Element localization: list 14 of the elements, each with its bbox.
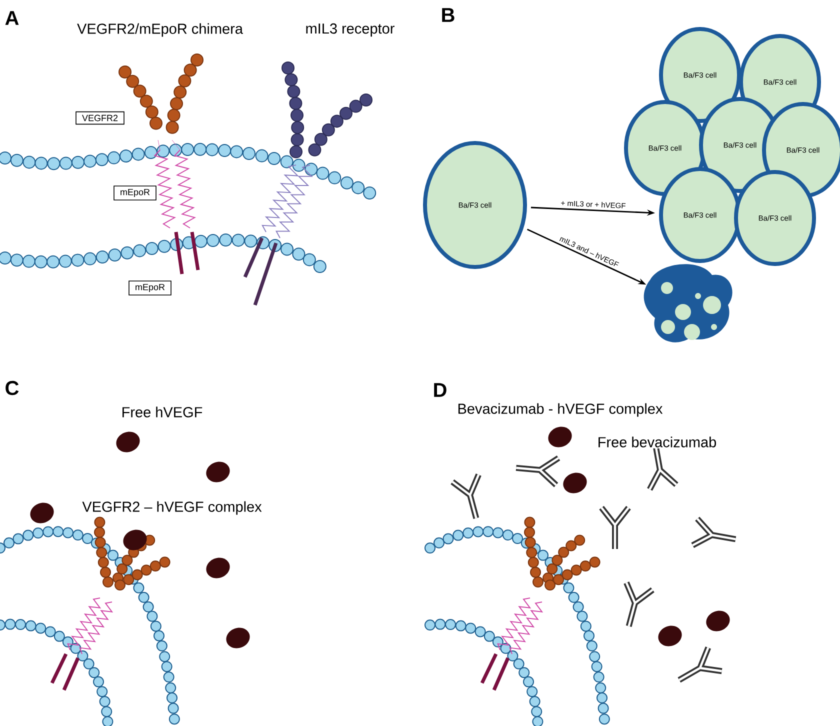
heading: VEGFR2/mEpoR chimera xyxy=(76,22,244,38)
heading: Free hVEGF xyxy=(120,406,204,418)
dead-cell-drawing xyxy=(644,264,732,342)
panel-letter: D xyxy=(432,382,448,398)
panel-letter: A xyxy=(4,10,20,26)
panel-letter: B xyxy=(440,7,456,23)
heading: mIL3 receptor xyxy=(304,22,396,38)
panel-letter: C xyxy=(4,380,20,396)
heading: Free bevacizumab xyxy=(596,436,718,448)
heading: Bevacizumab - hVEGF complex xyxy=(456,402,664,418)
label-box: VEGFR2 xyxy=(76,111,124,125)
heading: VEGFR2 – hVEGF complex xyxy=(81,500,263,516)
label-box: mEpoR xyxy=(114,186,156,200)
label-box: mEpoR xyxy=(128,280,172,296)
